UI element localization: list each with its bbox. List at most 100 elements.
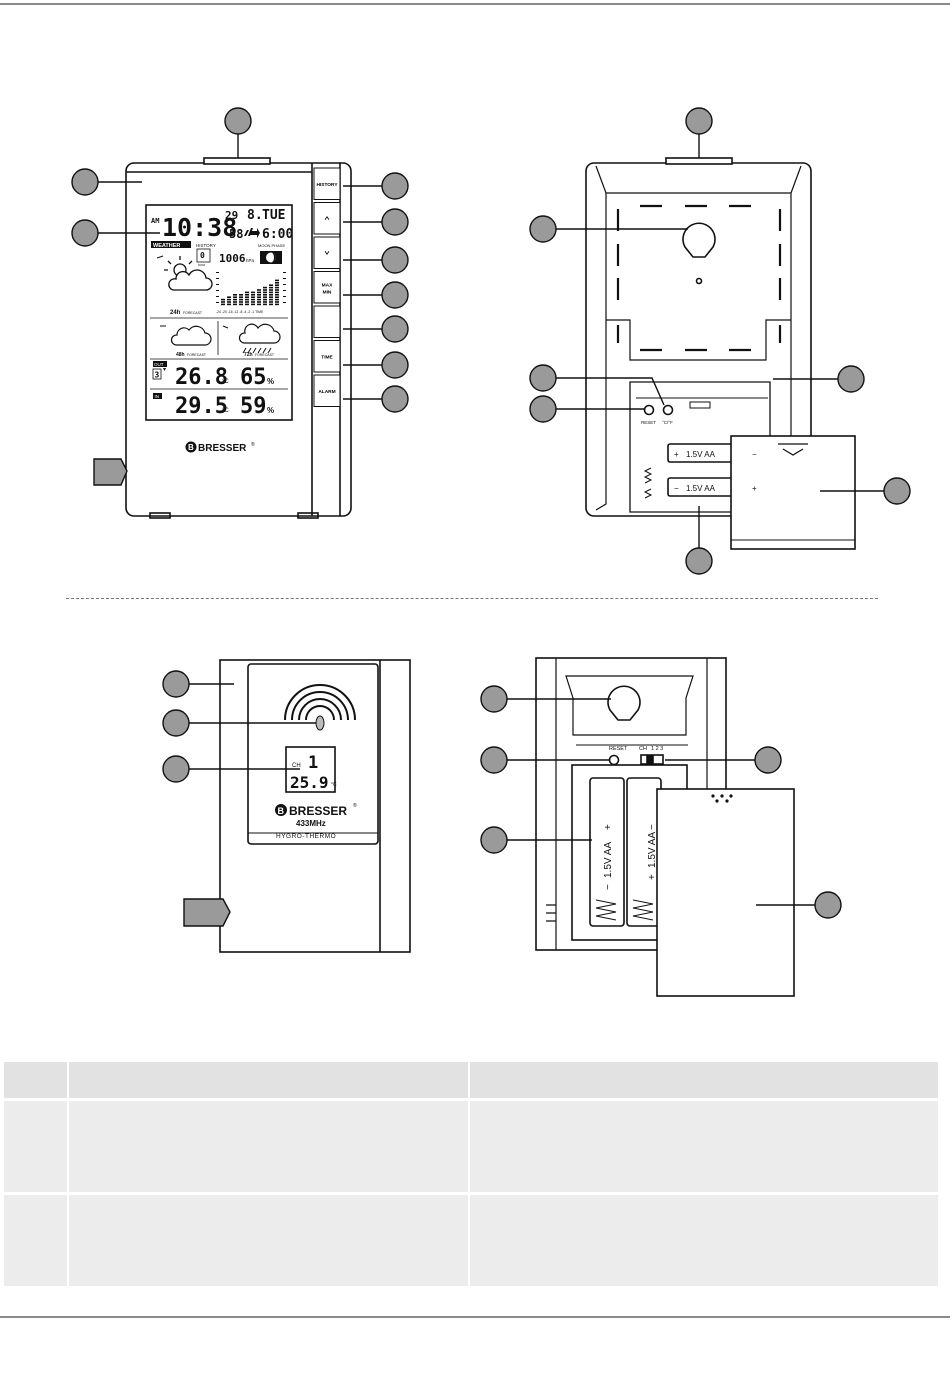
bar-segment [221,301,225,303]
sensor-housing [219,659,411,953]
bar-segment [245,294,249,296]
callout-circle [480,685,508,713]
table-cell [4,1101,67,1192]
bar-segment [245,296,249,298]
side-button-label: MIN [323,289,332,295]
svg-text:+: + [752,484,757,493]
channel-switch[interactable] [640,754,664,765]
bar-segment [269,301,273,303]
bar-segment [263,298,267,301]
table-cell [4,1195,67,1286]
table-cell [69,1101,468,1192]
sensor-battery-1 [589,777,625,927]
bottom-rule [0,1316,950,1318]
side-button-time[interactable] [313,340,341,373]
callout-circle [814,891,842,919]
lcd-seconds: 58 [229,227,243,241]
sensor-battery-cover[interactable] [656,788,795,997]
bar-segment [239,303,243,306]
side-button-label: HISTORY [316,182,338,188]
bar-segment [257,294,261,296]
svg-text:®: ® [353,802,357,809]
callout-circle [381,172,409,200]
down-arrow-icon [324,251,330,256]
callout-circle [381,208,409,236]
callout-circle [529,395,557,423]
bar-segment [257,289,261,291]
sensor-battery-1-label: 1.5V AA [603,842,614,878]
side-button-down-arrow[interactable] [313,236,341,269]
sensor-ch-values: 1 2 3 [651,746,663,752]
sensor-product-name: HYGRO-THERMO [276,833,336,840]
svg-text:−: − [647,824,658,830]
lcd-bar-axis: -24 -20 -16 -12 -8 -4 -2 -1 TIME [216,310,264,314]
battery-cover[interactable] [730,435,856,550]
bar-segment [269,286,273,289]
lcd-in-hum-unit: % [267,406,274,415]
callout-circle [883,477,911,505]
side-button-label: MAX [322,282,333,288]
lcd-forecast-24h: 24h [170,310,181,316]
table-header-cell [470,1062,938,1098]
sensor-reset-button[interactable] [608,754,620,766]
bar-segment [263,291,267,294]
callout-circle [381,281,409,309]
lcd-out-temp-unit: °C [222,379,229,385]
bar-scale-tick [283,272,286,273]
callout-circle [381,351,409,379]
bar-segment [257,291,261,294]
side-button-label: ALARM [318,389,335,395]
callout-circle [162,755,190,783]
bar-segment [257,296,261,298]
lcd-out-hum: 65 [240,365,267,390]
lcd-channel: 3 [155,371,160,380]
reset-button[interactable] [643,404,655,416]
bar-segment [257,303,261,306]
callout-circle [71,219,99,247]
bar-segment [275,301,279,303]
side-button-up-arrow[interactable] [313,202,341,235]
bar-scale-tick [216,272,219,273]
side-button-history[interactable] [313,167,341,200]
lcd-history-value: 0 [200,251,205,260]
lcd-forecast-72h: 72h [244,352,253,358]
bar-segment [251,298,255,301]
bar-segment [227,303,231,306]
bar-segment [227,298,231,301]
svg-text:+: + [674,450,679,459]
side-button-max[interactable] [313,271,341,304]
callout-circle [754,746,782,774]
bar-segment [269,294,273,296]
bar-scale-tick [283,290,286,291]
lcd-in-temp-unit: °C [222,408,229,414]
bar-segment [275,303,279,306]
callout-circle [381,246,409,274]
lcd-am: AM [151,217,159,225]
svg-text:+: + [647,874,658,880]
lcd-in-label: IN [155,394,160,399]
c-f-button[interactable] [662,404,674,416]
svg-text:−: − [674,484,679,493]
lcd-moon-label: MOON PHASE [258,243,285,248]
top-rule [0,3,950,5]
bar-segment [263,286,267,289]
bar-segment [269,284,273,286]
callout-circle [480,746,508,774]
callout-circle [381,385,409,413]
bar-segment [275,298,279,301]
sensor-face [247,663,379,845]
bar-segment [221,303,225,306]
led-indicator [315,715,325,731]
moon-phase-icon [266,252,276,263]
bar-segment [275,286,279,289]
base-station-back-figure: RESET °C/°F 1.5V AA 1.5V AA + − − + [529,107,911,575]
side-button-blank[interactable] [313,305,341,338]
alarm-bell-icon [250,228,260,238]
sensor-frequency: 433MHz [296,819,326,828]
callout-circle [685,107,713,135]
sensor-front-figure: CH 1 25.9 °C B BRESSER ® 433MHz HYGRO-TH… [162,659,411,953]
table-cell [470,1101,938,1192]
side-button-alarm[interactable] [313,374,341,407]
lcd-weekday: TUE [262,208,285,223]
